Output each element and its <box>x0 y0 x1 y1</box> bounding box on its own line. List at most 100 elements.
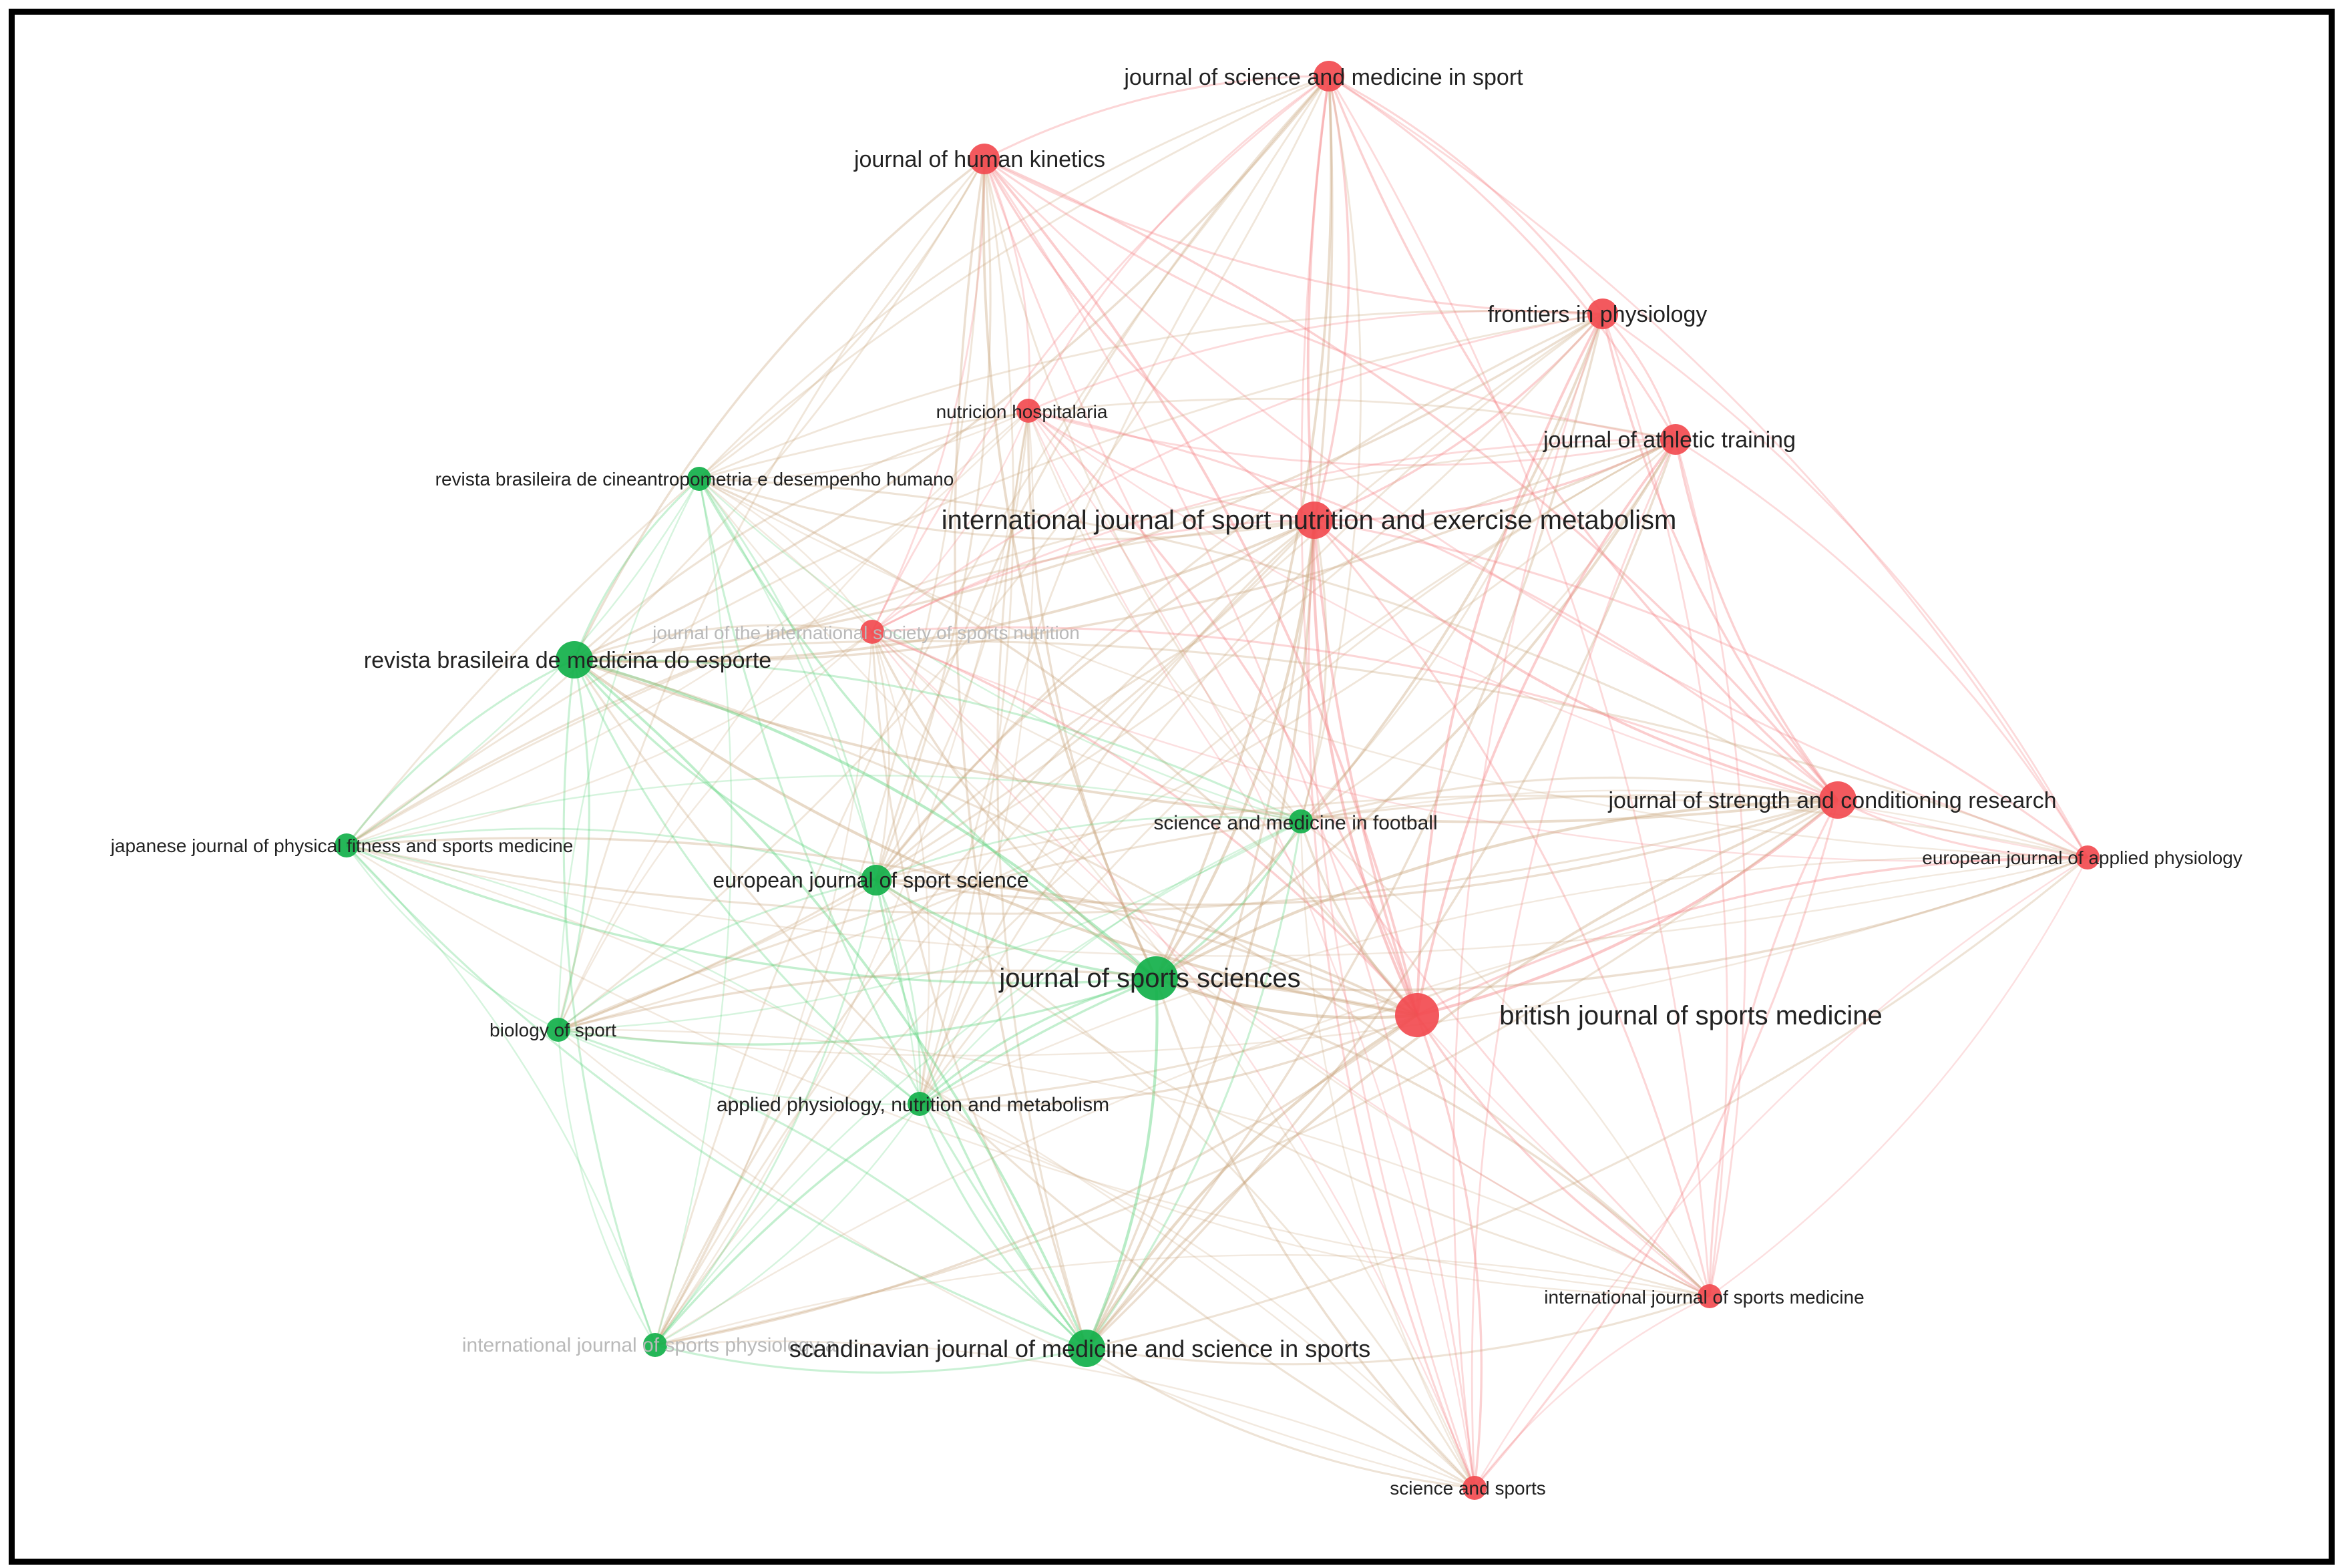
edge-jjpfsm-jss <box>346 844 1157 984</box>
node-sjmss[interactable] <box>1068 1330 1105 1367</box>
edge-jissn-rbme <box>574 624 873 661</box>
node-rbcdh[interactable] <box>687 467 711 491</box>
edge-fip-jjpfsm <box>346 313 1603 847</box>
edge-ejap-ijsm <box>1709 857 2089 1297</box>
edge-jsms-jat <box>1328 75 1677 440</box>
node-ijsnem[interactable] <box>1296 502 1333 539</box>
node-fip[interactable] <box>1587 299 1618 329</box>
node-jhk[interactable] <box>969 144 1000 174</box>
edge-fip-ijsm <box>1601 313 1728 1297</box>
edge-jissn-jjpfsm <box>346 631 873 847</box>
edge-ijsnem-ijsm <box>1313 519 1711 1297</box>
edge-fip-rbcdh <box>699 309 1603 480</box>
edge-jsms-ejap <box>1328 75 2089 858</box>
edge-nh-jjpfsm <box>346 410 1029 847</box>
edge-jat-smf <box>1300 439 1677 823</box>
node-jissn[interactable] <box>860 620 884 644</box>
edge-jjpfsm-sas <box>346 844 1475 1489</box>
edge-rbcdh-jjpfsm <box>346 478 701 847</box>
edge-fip-ijspp <box>654 313 1603 1346</box>
edge-smf-sjmss <box>1085 821 1302 1349</box>
node-smf[interactable] <box>1289 809 1313 833</box>
edge-nh-sjmss <box>996 410 1088 1349</box>
edge-bjsm-bos <box>558 969 1418 1031</box>
edge-jsms-bjsm <box>1306 75 1418 1016</box>
edge-jat-jissn <box>871 438 1676 633</box>
node-label-sas: science and sports <box>1390 1478 1545 1499</box>
edge-jscr-jss <box>1155 798 1838 980</box>
edge-rbcdh-ijsnem <box>699 477 1315 541</box>
node-jss[interactable] <box>1134 956 1178 1000</box>
edge-jsms-ijsnem <box>1313 75 1350 521</box>
edge-ijsnem-sjmss <box>1085 520 1316 1349</box>
node-ijsm[interactable] <box>1698 1284 1722 1308</box>
node-ejap[interactable] <box>2076 845 2100 869</box>
edge-jjpfsm-bos <box>346 845 559 1031</box>
edge-jhk-jss <box>982 158 1157 979</box>
edge-rbme-apnm <box>573 659 920 1105</box>
edge-rbcdh-jissn <box>699 477 873 632</box>
edge-bos-sjmss <box>558 1028 1088 1350</box>
edge-jat-bjsm <box>1416 438 1677 1016</box>
edge-smf-ejss <box>875 815 1302 881</box>
node-sas[interactable] <box>1463 1476 1487 1500</box>
edge-rbcdh-apnm <box>698 478 921 1105</box>
edge-jhk-ijspp <box>654 158 986 1346</box>
edge-nh-ejss <box>875 410 1030 881</box>
edge-jhk-bjsm <box>983 158 1418 1016</box>
edge-bos-sas <box>558 1029 1475 1489</box>
node-apnm[interactable] <box>908 1092 932 1116</box>
edge-jscr-ijspp <box>654 799 1838 1346</box>
edge-nh-ejap <box>1028 410 2088 859</box>
edge-smf-apnm <box>919 820 1302 1105</box>
node-label-nh: nutricion hospitalaria <box>936 401 1108 422</box>
edge-jsms-rbcdh <box>698 75 1330 479</box>
network-map-frame: journal of science and medicine in sport… <box>9 9 2335 1565</box>
edge-nh-sas <box>1028 410 1476 1489</box>
edge-fip-jscr <box>1601 313 1839 801</box>
node-label-ijspp: international journal of sports physiolo… <box>462 1334 837 1356</box>
edge-jjpfsm-ijsm <box>346 844 1710 1298</box>
edge-ejss-apnm <box>875 879 922 1105</box>
edge-ejap-sjmss <box>1086 856 2088 1350</box>
node-label-sjmss: scandinavian journal of medicine and sci… <box>789 1335 1371 1362</box>
node-ijspp[interactable] <box>643 1333 667 1357</box>
edge-jsms-bos <box>558 75 1330 1031</box>
edge-ijsm-sjmss <box>1086 1295 1710 1366</box>
edge-nh-jissn <box>871 410 1030 632</box>
edge-smf-ijspp <box>654 820 1302 1346</box>
node-jscr[interactable] <box>1819 781 1857 819</box>
edge-jjpfsm-ijspp <box>346 845 656 1346</box>
edge-ijsnem-ijspp <box>654 519 1315 1346</box>
edge-nh-apnm <box>918 410 1034 1105</box>
edge-ejss-jss <box>875 879 1157 980</box>
node-nh[interactable] <box>1016 399 1040 423</box>
edge-apnm-ijspp <box>654 1103 920 1346</box>
edge-fip-ijsnem <box>1314 313 1604 522</box>
node-bos[interactable] <box>546 1018 570 1042</box>
edge-jss-ijsm <box>1155 977 1711 1298</box>
edge-fip-jat <box>1601 313 1677 440</box>
edge-rbme-ejap <box>574 640 2088 859</box>
node-jat[interactable] <box>1660 424 1691 455</box>
node-label-ejss: european journal of sport science <box>713 868 1028 892</box>
node-bjsm[interactable] <box>1395 993 1439 1037</box>
edge-smf-jss <box>1155 821 1302 980</box>
edge-jat-ejap <box>1675 438 2089 858</box>
edge-fip-rbme <box>574 313 1603 661</box>
edge-jss-ijspp <box>654 977 1157 1346</box>
edge-smf-sas <box>1300 821 1476 1489</box>
node-jjpfsm[interactable] <box>335 833 359 857</box>
edge-nh-ijspp <box>654 410 1030 1346</box>
edge-apnm-sjmss <box>918 1103 1088 1350</box>
node-jsms[interactable] <box>1314 61 1344 91</box>
node-rbme[interactable] <box>556 641 593 678</box>
node-ejss[interactable] <box>861 865 892 896</box>
edge-jss-bjsm <box>1155 976 1418 1020</box>
edge-jsms-sas <box>1300 75 1476 1489</box>
edge-ijsnem-apnm <box>918 519 1316 1105</box>
edge-jsms-smf <box>1300 75 1362 822</box>
edge-rbme-ejss <box>573 658 877 881</box>
node-label-rbcdh: revista brasileira de cineantropometria … <box>435 469 954 489</box>
edge-jissn-bos <box>557 631 873 1030</box>
